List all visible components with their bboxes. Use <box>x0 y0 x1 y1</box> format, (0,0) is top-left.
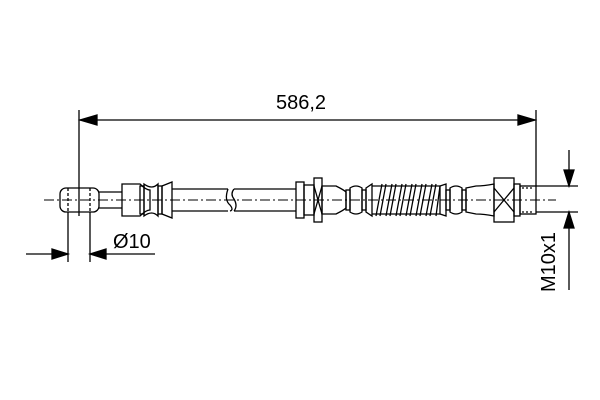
pin-end <box>59 187 100 213</box>
threaded-end <box>519 185 537 215</box>
pin-diameter-label: Ø10 <box>113 231 151 253</box>
dia-arrow-right-icon <box>87 248 107 260</box>
overall-length-label: 586,2 <box>276 92 327 114</box>
arrow-left-icon <box>77 114 98 126</box>
arrow-right-icon <box>517 114 538 126</box>
thread-arrow-down-icon <box>563 169 575 189</box>
thread-arrow-up-icon <box>563 209 575 229</box>
spring-guard <box>372 183 441 217</box>
dia-arrow-left-icon <box>51 248 71 260</box>
thread-size-label: M10x1 <box>538 231 560 292</box>
